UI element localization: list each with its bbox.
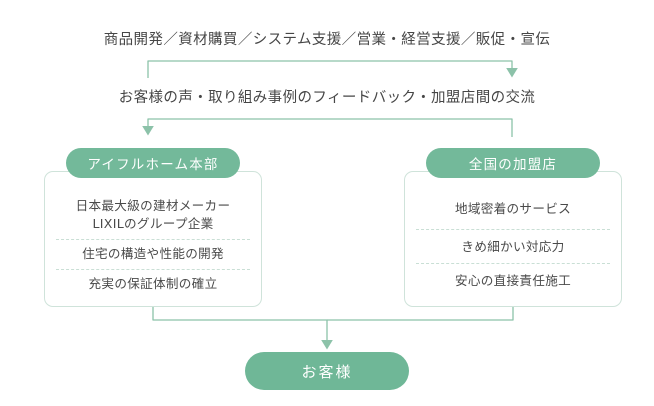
panel-headquarters-body: 日本最大級の建材メーカー LIXILのグループ企業 住宅の構造や性能の開発 充実… — [56, 190, 250, 298]
feedback-label: お客様の声・取り組み事例のフィードバック・加盟店間の交流 — [118, 90, 536, 106]
panel-franchise-stores-item: きめ細かい対応力 — [416, 228, 610, 264]
panel-franchise-stores-item: 地域密着のサービス — [454, 201, 572, 217]
arrow-to-customer — [152, 307, 514, 350]
panel-headquarters-item: 日本最大級の建材メーカー LIXILのグループ企業 — [75, 197, 231, 231]
panel-headquarters-header: アイフルホーム本部 — [66, 148, 240, 178]
panel-headquarters-item: 充実の保証体制の確立 — [56, 268, 250, 298]
services-label: 商品開発／資材購買／システム支援／営業・経営支援／販促・宣伝 — [103, 32, 551, 48]
arrow-stores-to-hq — [142, 118, 513, 137]
panel-headquarters-item: 住宅の構造や性能の開発 — [56, 239, 250, 268]
panel-franchise-stores-body: 地域密着のサービス きめ細かい対応力 安心の直接責任施工 — [416, 190, 610, 298]
panel-headquarters: 日本最大級の建材メーカー LIXILのグループ企業 住宅の構造や性能の開発 充実… — [44, 171, 262, 307]
panel-franchise-stores-header: 全国の加盟店 — [426, 148, 600, 178]
customer-node: お客様 — [245, 352, 409, 390]
arrow-hq-to-stores — [147, 60, 518, 78]
panel-franchise-stores: 地域密着のサービス きめ細かい対応力 安心の直接責任施工 — [404, 171, 622, 307]
panel-franchise-stores-item: 安心の直接責任施工 — [416, 263, 610, 298]
